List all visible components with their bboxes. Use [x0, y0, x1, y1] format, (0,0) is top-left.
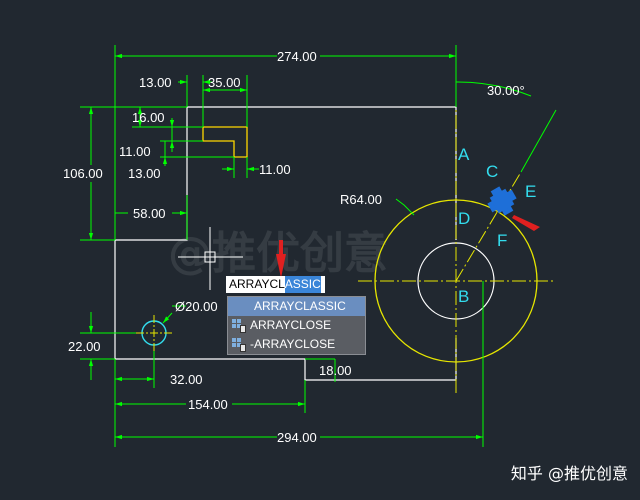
- label-c: C: [486, 162, 498, 181]
- array-command-icon: [232, 318, 246, 333]
- dim-16: 16.00: [132, 110, 165, 125]
- autocomplete-item-arrayclose[interactable]: ARRAYCLOSE: [228, 316, 365, 335]
- command-suggested-text: ASSIC: [284, 276, 321, 293]
- label-d: D: [458, 209, 470, 228]
- dimension-lines: [80, 45, 557, 447]
- label-b: B: [458, 287, 469, 306]
- dim-11-left: 11.00: [119, 144, 151, 159]
- slot-outline: [202, 126, 248, 158]
- dim-11-right: 11.00: [259, 162, 291, 177]
- dim-58: 58.00: [133, 206, 166, 221]
- dim-13-left: 13.00: [128, 166, 161, 181]
- dim-18: 18.00: [319, 363, 352, 378]
- dim-r64: R64.00: [340, 192, 382, 207]
- dim-hole-diameter: Ø20.00: [175, 299, 218, 314]
- dim-22: 22.00: [68, 339, 101, 354]
- array-command-icon: [232, 337, 246, 352]
- dim-32: 32.00: [170, 372, 203, 387]
- dim-angle-30: 30.00°: [487, 83, 525, 98]
- dim-274: 274.00: [277, 49, 317, 64]
- label-e: E: [525, 182, 536, 201]
- autocomplete-item-label: ARRAYCLOSE: [250, 318, 332, 332]
- label-a: A: [458, 145, 470, 164]
- dim-13-top: 13.00: [139, 75, 172, 90]
- blue-part-icon: [487, 186, 517, 216]
- watermark-text: @推优创意: [168, 228, 388, 279]
- dim-35: 35.00: [208, 75, 241, 90]
- red-arrow-down-icon: [276, 254, 286, 278]
- dim-106: 106.00: [63, 166, 103, 181]
- dim-154: 154.00: [188, 397, 228, 412]
- footer-watermark-logo: 知乎 @推优创意: [510, 464, 628, 483]
- autocomplete-item-arrayclassic[interactable]: ARRAYCLASSIC: [228, 297, 365, 316]
- red-arrow-right-icon: [512, 215, 540, 231]
- autocomplete-item-label: ARRAYCLASSIC: [254, 299, 346, 313]
- autocomplete-list[interactable]: ARRAYCLASSIC ARRAYCLOSE -ARRAYCLOSE: [227, 296, 366, 355]
- small-hole-centerlines: [136, 315, 172, 351]
- autocomplete-item-dash-arrayclose[interactable]: -ARRAYCLOSE: [228, 335, 365, 354]
- label-f: F: [497, 231, 507, 250]
- crosshair-cursor: [178, 227, 243, 290]
- command-typed-text: ARRAYCL: [229, 277, 285, 291]
- autocomplete-item-label: -ARRAYCLOSE: [250, 337, 336, 351]
- dim-294: 294.00: [277, 430, 317, 445]
- centerlines: [358, 93, 556, 395]
